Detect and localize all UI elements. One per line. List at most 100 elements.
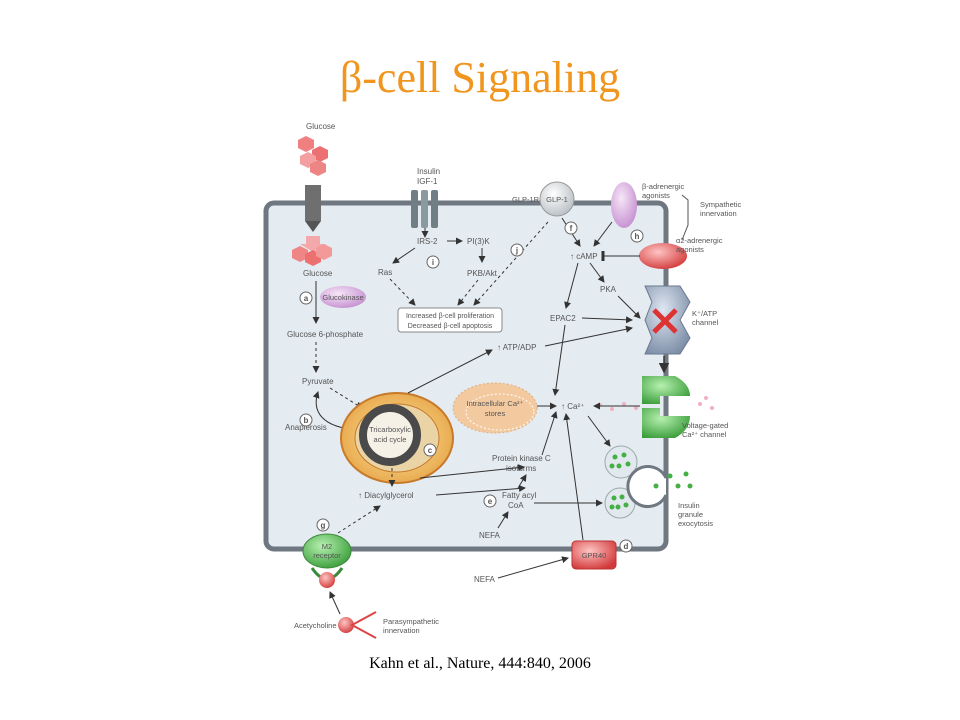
arrow-pka-to-katp — [617, 295, 641, 319]
arrow-nefa-to-facoa — [497, 511, 509, 529]
igf1-label: IGF-1 — [417, 177, 438, 186]
nefa-inside-label: NEFA — [479, 531, 501, 540]
beta-adrenergic-receptor — [611, 182, 637, 228]
exocytosis-label-3: exocytosis — [678, 519, 713, 528]
alpha2-label-1: α2-adrenergic — [676, 236, 723, 245]
arrow-facoa-to-pkc — [517, 474, 527, 489]
glucose-outside-label: Glucose — [306, 122, 336, 131]
arrow-tca-to-atpadp — [407, 349, 493, 394]
m2-label-1: M2 — [322, 542, 332, 551]
step-marker-c: c — [423, 443, 437, 457]
beta-adrenergic-label-2: agonists — [642, 191, 670, 200]
voltage-gated-ca-channel — [642, 376, 690, 438]
epac2-label: EPAC2 — [550, 314, 576, 323]
ras-label: Ras — [378, 268, 392, 277]
glucose-molecules-inside — [292, 244, 332, 266]
svg-text:a: a — [304, 294, 309, 303]
glucokinase-label: Glucokinase — [322, 293, 363, 302]
ca-stores-er — [452, 382, 538, 434]
svg-text:j: j — [515, 246, 518, 255]
katp-channel — [644, 285, 691, 355]
step-marker-d: d — [619, 539, 633, 553]
arrow-camp-to-epac2 — [564, 262, 579, 309]
glp1-label: GLP-1 — [546, 195, 568, 204]
arrow-irs2-to-ras — [392, 247, 416, 264]
gpr40-receptor — [571, 540, 617, 570]
pkb-label: PKB/Akt — [467, 269, 498, 278]
proliferation-label-1: Increased β-cell proliferation — [406, 313, 494, 320]
tca-label-2: acid cycle — [374, 435, 407, 444]
arrow-ach-to-m2 — [329, 591, 341, 615]
arrow-glp1-to-proliferation — [473, 221, 549, 306]
atpadp-label: ↑ ATP/ADP — [497, 343, 536, 352]
arrow-ca-to-granule — [587, 415, 611, 447]
arrow-nefa-to-gpr40 — [497, 556, 569, 579]
step-marker-f: f — [564, 221, 578, 235]
arrow-pyruvate-to-tca — [329, 387, 363, 409]
camp-label: ↑ cAMP — [570, 252, 598, 261]
acetylcholine-label: Acetycholine — [294, 621, 337, 630]
nefa-outside-label: NEFA — [474, 575, 496, 584]
tca-cycle-ring — [359, 404, 421, 466]
insulin-receptor — [411, 190, 438, 228]
gpr40-label: GPR40 — [582, 551, 607, 560]
arrow-pkb-to-proliferation — [457, 279, 479, 306]
dag-label: ↑ Diacylglycerol — [358, 491, 414, 500]
arrow-gpr40-to-ca — [563, 413, 584, 541]
step-marker-i: i — [426, 255, 440, 269]
arrow-camp-to-pka — [589, 262, 605, 283]
pi3k-label: PI(3)K — [467, 237, 490, 246]
arrow-dag-to-pkc — [419, 464, 525, 479]
proliferation-box — [397, 307, 503, 333]
m2-bound-acetylcholine — [319, 572, 335, 588]
glp1r-label: GLP-1R — [512, 195, 540, 204]
step-marker-h: h — [630, 229, 644, 243]
svg-text:g: g — [321, 521, 326, 530]
katp-label-2: channel — [692, 318, 719, 327]
step-marker-g: g — [316, 518, 330, 532]
m2-receptor — [302, 533, 352, 569]
step-marker-e: e — [483, 494, 497, 508]
katp-label-1: K⁺/ATP — [692, 309, 717, 318]
svg-text:i: i — [432, 258, 434, 267]
svg-text:c: c — [428, 446, 433, 455]
alpha2-adrenergic-receptor — [639, 243, 687, 269]
facoa-label-2: CoA — [508, 501, 524, 510]
beta-adrenergic-label-1: β-adrenergic — [642, 182, 684, 191]
pkc-label-1: Protein kinase C — [492, 454, 551, 463]
arrow-beta-to-camp — [593, 221, 613, 247]
alpha2-label-2: agonists — [676, 245, 704, 254]
sympathetic-bracket — [681, 194, 689, 241]
svg-text:h: h — [635, 232, 640, 241]
arrow-m2-to-dag — [337, 505, 381, 534]
exocytosis-vesicle — [626, 465, 693, 508]
glucokinase-enzyme — [320, 286, 366, 308]
insulin-granule-1 — [604, 445, 638, 479]
arrow-epac2-to-katp — [581, 316, 633, 324]
exocytosis-label-2: granule — [678, 510, 703, 519]
svg-text:b: b — [304, 416, 309, 425]
ca-stores-label-1: Intracellular Ca²⁺ — [467, 399, 524, 408]
vgcc-label-2: Ca²⁺ channel — [682, 430, 727, 439]
glut2-transporter — [305, 185, 321, 232]
exocytosis-label-1: Insulin — [678, 501, 700, 510]
arrow-pkc-to-ca — [541, 411, 558, 456]
arrow-ras-to-proliferation — [389, 278, 416, 306]
ca-stores-label-2: stores — [485, 409, 506, 418]
acetylcholine-molecule — [338, 617, 354, 633]
facoa-label-1: Fatty acyl — [502, 491, 536, 500]
irs2-label: IRS-2 — [417, 237, 438, 246]
m2-label-2: receptor — [313, 551, 341, 560]
proliferation-label-2: Decreased β-cell apoptosis — [408, 323, 493, 330]
slide-title: β-cell Signaling — [339, 53, 621, 102]
svg-text:d: d — [624, 542, 629, 551]
parasympathetic-label-1: Parasympathetic — [383, 617, 439, 626]
sympathetic-label-2: innervation — [700, 209, 737, 218]
step-marker-b: b — [299, 413, 313, 427]
glucose-molecules-outside — [298, 136, 328, 176]
step-marker-a: a — [299, 291, 313, 305]
ca-label: ↑ Ca²⁺ — [561, 402, 584, 411]
sympathetic-label-1: Sympathetic — [700, 200, 742, 209]
tca-label-1: Tricarboxylic — [369, 425, 411, 434]
